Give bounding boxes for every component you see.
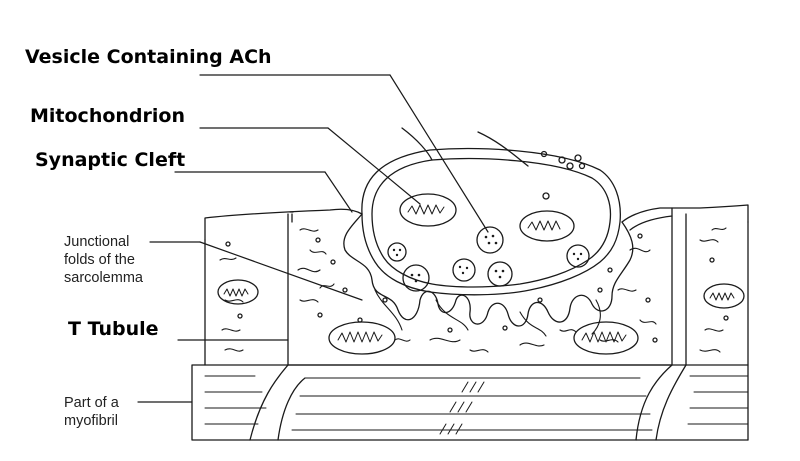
terminal-mitochondria — [399, 193, 575, 242]
vesicle-contents — [392, 234, 583, 283]
label-t-tubule: T Tubule — [68, 318, 159, 340]
sarcoplasm-details — [219, 227, 727, 353]
synaptic-vesicles — [387, 150, 590, 292]
sarcoplasm-dots — [225, 233, 729, 343]
myofibril-line-1: Part of a — [64, 395, 119, 411]
junctional-folds-line-1: Junctional — [64, 234, 130, 250]
axon-terminal-inner — [371, 157, 612, 288]
junctional-folds-line-3: sarcolemma — [64, 270, 143, 286]
myofibril — [191, 364, 749, 441]
junctional-folds-line-2: folds of the — [64, 252, 135, 268]
muscle-mitochondria — [217, 279, 745, 355]
label-synaptic-cleft: Synaptic Cleft — [35, 149, 186, 171]
sarcolemma-inner-edge — [289, 207, 673, 231]
label-junctional-folds: Junctional folds of the sarcolemma — [64, 233, 143, 287]
label-mitochondrion: Mitochondrion — [30, 105, 185, 127]
left-cell-wall — [204, 213, 289, 366]
leader-lines — [137, 74, 489, 403]
nerve-fiber — [401, 127, 529, 167]
label-myofibril: Part of a myofibril — [64, 394, 119, 430]
label-vesicle: Vesicle Containing ACh — [25, 46, 272, 68]
junctional-folds-inner — [374, 289, 601, 337]
myofibril-line-2: myofibril — [64, 413, 118, 429]
axon-terminal — [361, 147, 621, 296]
sarcolemma-outline — [204, 204, 749, 241]
right-cell-wall — [671, 213, 749, 441]
junctional-folds — [343, 213, 634, 327]
